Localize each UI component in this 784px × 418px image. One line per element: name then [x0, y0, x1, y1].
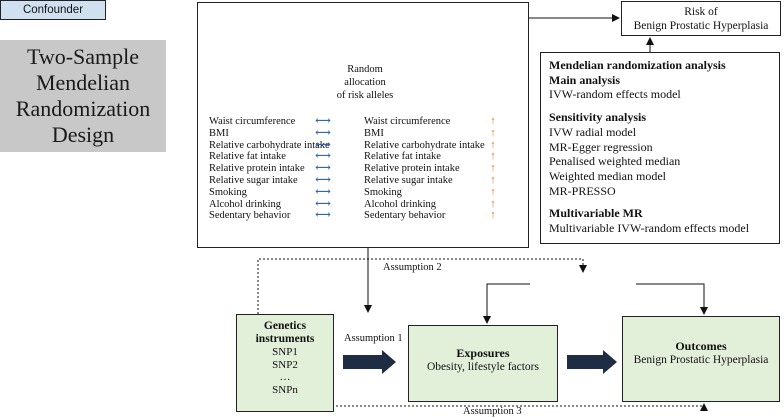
- confounder-to-exposures: [483, 283, 530, 324]
- outcomes-box: Outcomes Benign Prostatic Hyperplasia: [622, 316, 780, 402]
- snp-item: SNP1: [272, 346, 298, 359]
- sensitivity-item: IVW radial model: [549, 124, 637, 139]
- snp-item: …: [279, 371, 291, 384]
- blue-arrow-column: ⟷ ⟷ ⟷ ⟷ ⟷ ⟷ ⟷ ⟷ ⟷: [315, 115, 331, 222]
- up-arrow-icon: ↑: [490, 162, 496, 175]
- trait-item: BMI: [364, 127, 384, 139]
- trait-item: Smoking: [209, 186, 247, 198]
- mr-title: Mendelian randomization analysis: [549, 58, 726, 72]
- trait-item: Relative sugar intake: [364, 174, 453, 186]
- trait-item: Relative carbohydrate intake: [364, 139, 485, 151]
- random-allocation-caption: Random allocation of risk alleles: [328, 63, 402, 102]
- sensitivity-item: Penalised weighted median: [549, 154, 681, 169]
- trait-item: Waist circumference: [364, 116, 451, 127]
- assumption2-label: Assumption 2: [383, 262, 442, 273]
- exposures-subtitle: Obesity, lifestyle factors: [427, 361, 539, 373]
- orange-arrow-column: ↑ ↑ ↑ ↑ ↑ ↑ ↑ ↑ ↑: [488, 115, 498, 222]
- design-label: Two-Sample Mendelian Randomization Desig…: [0, 40, 166, 152]
- exposure-outcome-arrow: [567, 350, 617, 374]
- main-analysis-item: IVW-random effects model: [549, 87, 681, 102]
- trait-item: Alcohol drinking: [364, 198, 437, 210]
- trait-item: Relative protein intake: [364, 163, 460, 175]
- up-arrow-icon: ↑: [490, 197, 496, 210]
- outcomes-subtitle: Benign Prostatic Hyperplasia: [633, 354, 769, 366]
- genetics-instruments-box: Genetics instruments SNP1 SNP2 … SNPn: [236, 314, 334, 412]
- snp-item: SNPn: [272, 383, 298, 396]
- up-arrow-icon: ↑: [490, 173, 496, 186]
- multivariable-heading: Multivariable MR: [549, 206, 643, 221]
- trait-item: Alcohol drinking: [209, 198, 282, 210]
- up-arrow-icon: ↑: [490, 115, 496, 127]
- trait-item: Waist circumference: [209, 116, 296, 127]
- up-arrow-icon: ↑: [490, 150, 496, 163]
- assumption3-label: Assumption 3: [463, 406, 522, 417]
- caption-line: of risk alleles: [336, 90, 394, 101]
- design-line: Randomization: [15, 96, 151, 121]
- assumption3-path: [257, 403, 708, 412]
- trait-item: BMI: [209, 127, 229, 139]
- exposures-box: Exposures Obesity, lifestyle factors: [408, 325, 558, 402]
- double-arrow-icon: ⟷: [315, 126, 331, 139]
- trait-item: Smoking: [364, 186, 402, 198]
- trait-item: Relative fat intake: [364, 151, 441, 163]
- up-arrow-icon: ↑: [490, 126, 496, 139]
- double-arrow-icon: ⟷: [315, 138, 331, 151]
- confounder-to-outcomes: [636, 283, 708, 315]
- trait-item: Sedentary behavior: [364, 210, 446, 222]
- trait-item: Sedentary behavior: [209, 210, 291, 222]
- caption-line: Random allocation: [344, 64, 386, 88]
- snp-item: SNP2: [272, 358, 298, 371]
- design-line: Design: [51, 122, 115, 147]
- up-arrow-icon: ↑: [490, 138, 496, 151]
- double-arrow-icon: ⟷: [315, 173, 331, 186]
- trait-item: Relative sugar intake: [209, 174, 298, 186]
- outcomes-title: Outcomes: [675, 339, 727, 353]
- assumption1-arrow: [343, 350, 396, 374]
- up-arrow-icon: ↑: [490, 209, 496, 222]
- risk-line: Risk of: [684, 6, 718, 18]
- right-trait-list: Waist circumference BMI Relative carbohy…: [364, 116, 485, 222]
- multivariable-item: Multivariable IVW-random effects model: [549, 221, 750, 236]
- design-line: Two-Sample: [26, 44, 140, 69]
- main-analysis-heading: Main analysis: [549, 72, 621, 87]
- left-trait-list: Waist circumference BMI Relative carbohy…: [209, 116, 330, 222]
- up-arrow-icon: ↑: [490, 185, 496, 198]
- double-arrow-icon: ⟷: [315, 150, 331, 163]
- trait-item: Relative carbohydrate intake: [209, 139, 330, 151]
- genetics-title: Genetics instruments: [255, 320, 315, 345]
- sensitivity-heading: Sensitivity analysis: [549, 110, 647, 125]
- risk-line: Benign Prostatic Hyperplasia: [633, 20, 769, 32]
- double-arrow-icon: ⟷: [315, 115, 331, 127]
- double-arrow-icon: ⟷: [315, 197, 331, 210]
- randomization-panel: Random allocation of risk alleles Waist …: [197, 2, 529, 248]
- sensitivity-item: MR-PRESSO: [549, 183, 616, 198]
- assumption2-line: [257, 258, 587, 314]
- double-arrow-icon: ⟷: [315, 185, 331, 198]
- exposures-title: Exposures: [456, 346, 510, 360]
- double-arrow-icon: ⟷: [315, 209, 331, 222]
- design-line: Mendelian: [35, 70, 131, 95]
- double-arrow-icon: ⟷: [315, 162, 331, 175]
- trait-item: Relative fat intake: [209, 151, 286, 163]
- risk-box: Risk of Benign Prostatic Hyperplasia: [621, 1, 781, 36]
- mr-analysis-box: Mendelian randomization analysis Main an…: [540, 52, 780, 244]
- trait-item: Relative protein intake: [209, 163, 305, 175]
- confounder-box: Confounder: [0, 0, 106, 20]
- sensitivity-item: Weighted median model: [549, 168, 666, 183]
- assumption1-label: Assumption 1: [344, 333, 403, 344]
- sensitivity-item: MR-Egger regression: [549, 139, 653, 154]
